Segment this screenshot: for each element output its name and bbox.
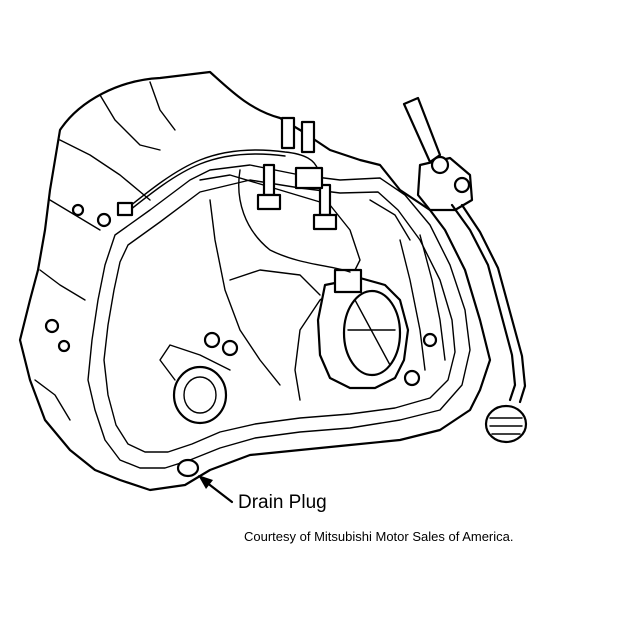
- pipe-fitting-ribs: [489, 417, 523, 435]
- drain-plug: [176, 458, 200, 478]
- housing-rib: [59, 139, 151, 201]
- bolt: [44, 318, 60, 334]
- breather-pipe: [460, 203, 527, 404]
- case-rib: [419, 234, 446, 361]
- bolt: [422, 332, 438, 348]
- breather-pipe: [450, 203, 517, 402]
- housing-rib: [149, 81, 176, 131]
- bolt: [403, 369, 421, 387]
- solenoid-connector: [333, 268, 363, 294]
- bolt: [96, 212, 112, 228]
- wiring-harness: [238, 169, 351, 273]
- sensor: [300, 120, 316, 154]
- bolt: [71, 203, 85, 217]
- case-body: [209, 199, 281, 386]
- stud: [262, 163, 276, 197]
- case-rib: [369, 199, 411, 241]
- axle-boss: [159, 344, 231, 381]
- bolt: [203, 331, 221, 349]
- lever-bolt: [453, 176, 471, 194]
- wiring-harness: [124, 149, 319, 211]
- case-flange-inner: [103, 179, 456, 453]
- shift-lever-base: [416, 156, 474, 212]
- callout-leader: [204, 480, 234, 504]
- axle-seal: [172, 365, 228, 425]
- harness-connector: [116, 201, 134, 217]
- case-body: [229, 269, 321, 296]
- lever-bolt: [430, 155, 450, 175]
- housing-rib: [39, 269, 86, 301]
- stud-base: [312, 213, 338, 231]
- case-rib: [399, 239, 426, 371]
- housing-rib: [34, 379, 71, 421]
- callout-arrowhead: [198, 475, 213, 489]
- shift-lever: [402, 96, 442, 164]
- credit-line: Courtesy of Mitsubishi Motor Sales of Am…: [244, 529, 514, 544]
- bolt: [221, 339, 239, 357]
- pipe-fitting: [484, 404, 528, 444]
- drain-plug-label: Drain Plug: [238, 492, 327, 513]
- sensor: [280, 116, 296, 150]
- solenoid-line: [354, 299, 391, 366]
- stud-base: [256, 193, 282, 211]
- sensor-plug: [294, 166, 324, 190]
- wiring-harness: [124, 153, 286, 215]
- housing-rib: [99, 94, 161, 151]
- bolt: [57, 339, 71, 353]
- axle-seal-inner: [183, 376, 217, 414]
- stud: [318, 183, 332, 217]
